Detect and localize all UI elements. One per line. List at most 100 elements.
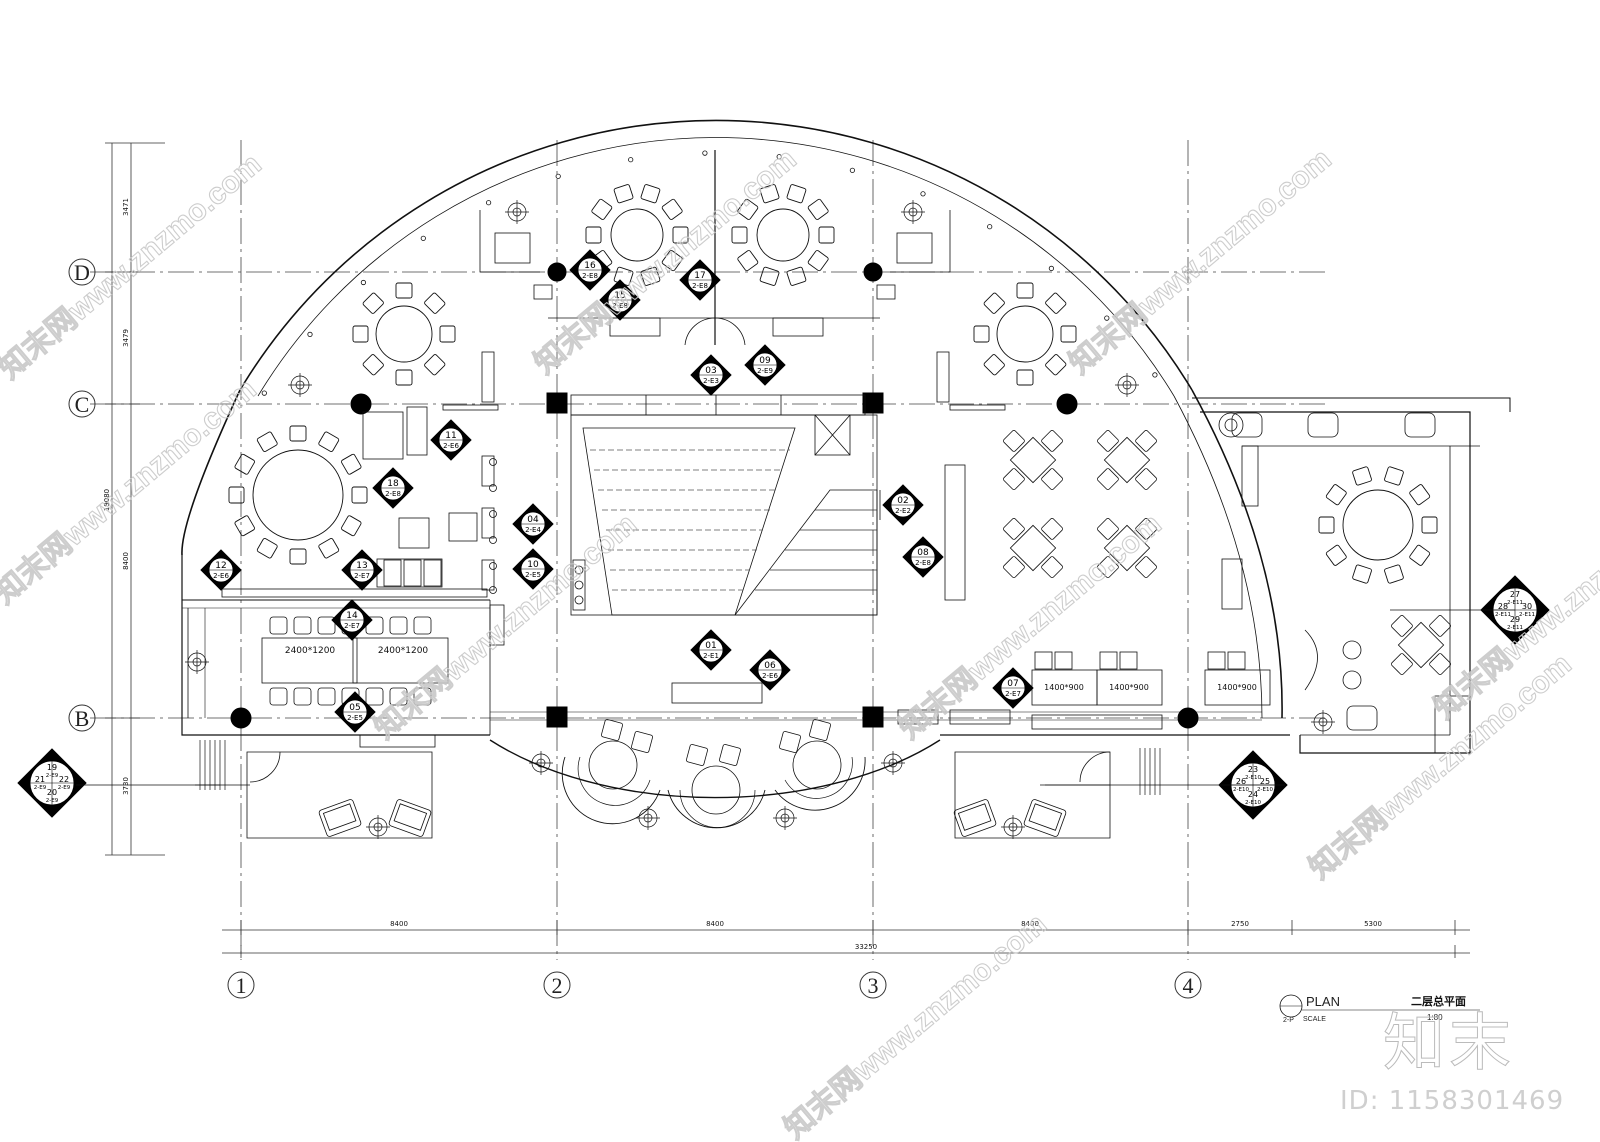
facade-bolt [1152,372,1158,378]
callout-ref: 2-E8 [612,302,628,310]
callout-number: 15 [614,291,625,301]
round-table [1318,466,1438,584]
callout-number: 01 [705,641,716,651]
axis-label-row-b: B [75,706,90,731]
chair [1384,466,1404,486]
chair [1016,282,1034,299]
dim-left-4: 3730 [122,777,130,795]
facade-bolt [1048,265,1055,271]
ceiling-light-marker [901,200,925,224]
chair [973,325,990,343]
dimension-lines [105,142,1470,958]
callout-number: 28 [1498,602,1508,611]
callout-ref: 2-E9 [46,773,59,779]
callout-number: 29 [1510,615,1520,624]
scale-value: 1:80 [1427,1013,1443,1022]
axis-bubbles [68,258,1202,999]
chair [1003,518,1025,540]
chair [613,184,634,204]
ceiling-light-marker [366,815,390,839]
callout-ref: 2-E11 [1507,600,1523,606]
booth-table-label-2: 1400*900 [1109,683,1149,692]
building-shell [181,119,1511,829]
title-block: PLAN 2-P SCALE 二层总平面 1:80 [1279,994,1480,1024]
chair [289,425,307,442]
callout-number: 07 [1007,679,1018,689]
chair [413,616,432,635]
callout-ref: 2-E7 [354,572,370,580]
callout-ref: 2-E8 [582,272,598,280]
chair [601,719,623,741]
booth-table-label-1: 1400*900 [1044,683,1084,692]
chair [1097,430,1119,452]
chair [1060,325,1077,343]
callout-number: 14 [346,611,358,621]
chair [1318,516,1335,534]
chair [1384,564,1404,584]
round-table [973,282,1077,386]
elevation-callout: 102-E5 [512,548,554,590]
ceiling-light-marker [1311,710,1335,734]
chair [1003,430,1025,452]
callout-ref: 2-E4 [525,526,541,534]
chair [318,538,340,559]
elevation-callout: 062-E6 [749,649,791,691]
elevation-callout: 152-E8 [599,279,641,321]
elevation-callout: 022-E2 [882,484,924,526]
callout-ref: 2-E7 [1005,690,1021,698]
elevation-callout: 122-E6 [200,549,242,591]
scale-label: SCALE [1303,1016,1326,1023]
callout-leaders [76,609,1515,786]
chair [228,486,245,504]
elevation-callout: 012-E1 [690,629,732,671]
elevation-callouts: 012-E1022-E2032-E3042-E4052-E5062-E6072-… [17,249,1550,820]
square-table [1097,518,1157,578]
callout-number: 05 [349,703,360,713]
callout-ref: 2-E5 [347,714,363,722]
chair [256,431,278,452]
bar-stool [489,536,497,544]
columns [230,262,1199,729]
elevation-callout: 072-E7 [992,667,1034,709]
chair [737,198,759,220]
chair [439,325,456,343]
callout-ref: 2-E11 [1507,625,1523,631]
watermark-text: 知末网www.znzmo.com [1303,648,1577,886]
round-table [731,184,835,286]
dim-span-5: 5300 [1364,920,1382,928]
chair [719,744,741,766]
chair [731,226,748,244]
callout-number: 06 [764,661,776,671]
ceiling-light-marker [773,806,797,830]
brand-logo-watermark: 知末 [1382,1006,1516,1080]
chair [661,250,683,272]
bar-stool [489,484,497,492]
callout-ref: 2-E10 [1245,775,1261,781]
chair [269,616,288,635]
chair [1429,653,1451,675]
chair [1097,518,1119,540]
chair [1325,544,1347,566]
chair [1391,615,1413,637]
chair [1045,354,1067,376]
chair [1097,556,1119,578]
axis-label-col-4: 4 [1183,973,1194,998]
plan-sheet: 2-P [1283,1017,1294,1024]
dim-total: 33250 [855,943,877,951]
callout-number: 22 [59,775,69,784]
chair [352,325,369,343]
chair [341,453,362,475]
round-tables [228,184,1438,584]
chair [318,431,340,452]
callout-number: 25 [1260,777,1270,786]
callout-ref: 2-E10 [1245,800,1261,806]
elevation-callout: 142-E7 [331,599,373,641]
watermark-text: 知末网www.znzmo.com [893,508,1167,746]
chair [809,719,831,741]
elevation-callout: 132-E7 [341,549,383,591]
ceiling-light-marker [1115,373,1139,397]
chair [1421,516,1438,534]
chair [737,250,759,272]
chair [341,515,362,537]
